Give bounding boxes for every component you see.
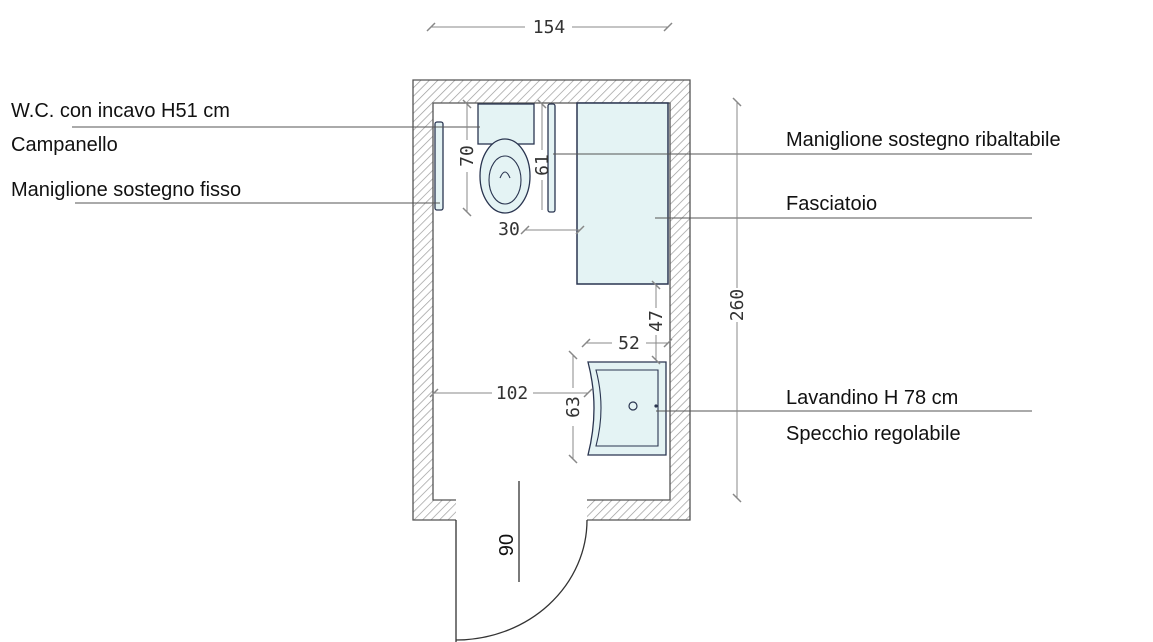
dim-tick bbox=[537, 99, 547, 109]
dim-wc-clearance: 30 bbox=[498, 219, 520, 240]
door-swing-arc bbox=[455, 519, 588, 641]
label-sink: Lavandino H 78 cm bbox=[786, 387, 958, 409]
dim-tick bbox=[462, 99, 472, 109]
dim-overall-width: 154 bbox=[533, 17, 566, 38]
changing-table bbox=[576, 102, 669, 285]
dim-sink-clearance: 47 bbox=[646, 310, 667, 332]
leader-lines bbox=[72, 126, 1032, 412]
dim-wc-depth: 70 bbox=[457, 145, 478, 167]
dim-tick bbox=[651, 280, 661, 290]
walls bbox=[412, 79, 691, 521]
fixed-grab-bar bbox=[434, 121, 444, 211]
label-folding-grab-bar: Maniglione sostegno ribaltabile bbox=[786, 129, 1061, 151]
dim-tick bbox=[462, 207, 472, 217]
door bbox=[455, 481, 588, 642]
dim-tick bbox=[583, 388, 593, 398]
dim-bar-length: 61 bbox=[532, 154, 553, 176]
dim-overall-depth: 260 bbox=[727, 289, 748, 322]
dim-tick bbox=[651, 355, 661, 365]
label-mirror: Specchio regolabile bbox=[786, 423, 961, 445]
dim-tick bbox=[581, 338, 591, 348]
label-wc: W.C. con incavo H51 cm bbox=[11, 100, 230, 122]
dim-tick bbox=[568, 350, 578, 360]
wc-bowl-inner bbox=[488, 155, 522, 205]
dim-tick bbox=[426, 22, 436, 32]
dim-tick bbox=[429, 388, 439, 398]
dim-tick bbox=[663, 338, 673, 348]
dim-tick bbox=[575, 225, 585, 235]
folding-grab-bar bbox=[547, 103, 556, 213]
wc-bowl bbox=[479, 138, 531, 214]
label-bell: Campanello bbox=[11, 134, 118, 156]
dim-tick bbox=[520, 225, 530, 235]
wc-flush-icon bbox=[499, 171, 511, 179]
dim-door-width: 90 bbox=[496, 534, 518, 556]
wc-tank bbox=[477, 103, 535, 145]
dim-tick bbox=[663, 22, 673, 32]
wall-outline-inner bbox=[432, 102, 671, 501]
wc-toilet bbox=[477, 103, 535, 214]
dim-free-space: 102 bbox=[496, 383, 529, 404]
wall-outline-outer bbox=[412, 79, 691, 521]
dim-tick bbox=[732, 97, 742, 107]
sink-tap-icon bbox=[654, 404, 658, 408]
fixture-labels: W.C. con incavo H51 cm Campanello Manigl… bbox=[11, 100, 1061, 445]
sink-drain-icon bbox=[628, 401, 638, 411]
dim-tick bbox=[568, 454, 578, 464]
sink-bowl bbox=[595, 369, 659, 447]
sink bbox=[587, 361, 667, 456]
dim-tick bbox=[732, 493, 742, 503]
label-fixed-grab-bar: Maniglione sostegno fisso bbox=[11, 179, 241, 201]
label-changing-table: Fasciatoio bbox=[786, 193, 877, 215]
sink-basin bbox=[587, 361, 667, 456]
dimension-values: 154 260 70 61 30 47 52 63 102 90 bbox=[457, 17, 748, 556]
dim-sink-width: 52 bbox=[618, 333, 640, 354]
dim-sink-depth: 63 bbox=[563, 396, 584, 418]
dimension-lines bbox=[426, 22, 742, 503]
